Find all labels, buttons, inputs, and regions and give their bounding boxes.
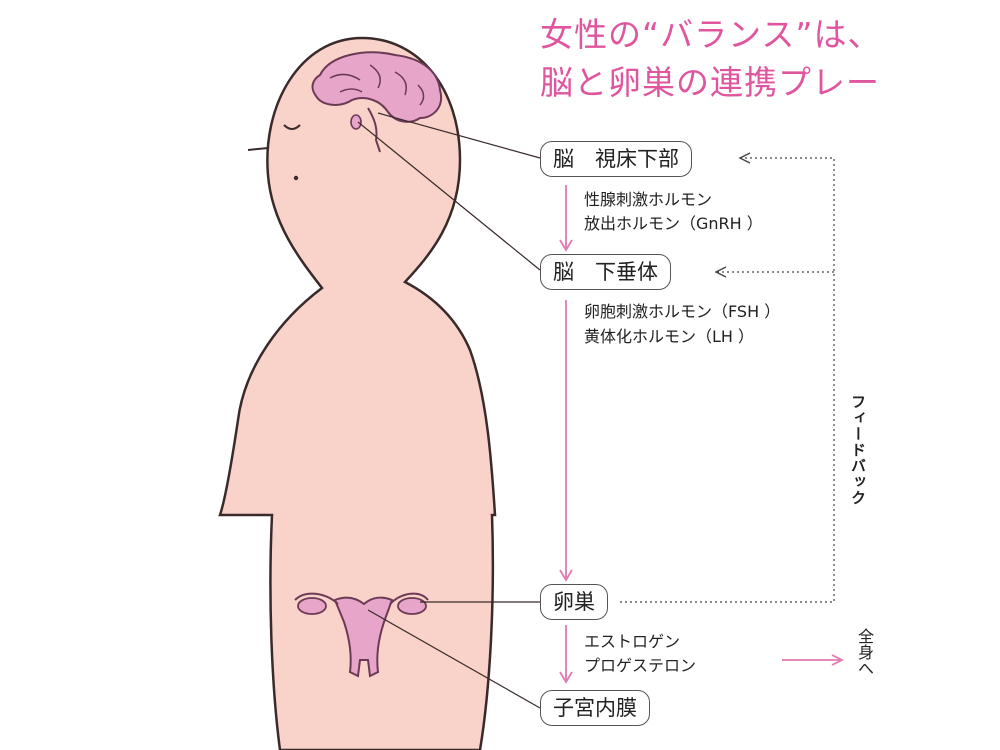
mole bbox=[293, 175, 299, 181]
hormone-progesterone: プロゲステロン bbox=[584, 656, 697, 675]
whole-body-label: 全身へ bbox=[855, 628, 874, 676]
arrow-hormones-head bbox=[559, 671, 573, 684]
hormone-gnrh-line2: 放出ホルモン（GnRH ） bbox=[584, 214, 763, 233]
box-ovary: 卵巣 bbox=[540, 584, 608, 620]
brain-folds bbox=[329, 64, 425, 106]
title-line-1: 女性の“バランス”は、 bbox=[540, 15, 882, 54]
feedback-arrow-hypothalamus bbox=[738, 152, 751, 164]
closed-eye bbox=[283, 124, 301, 130]
pituitary-stalk bbox=[367, 107, 381, 153]
box-endometrium: 子宮内膜 bbox=[540, 690, 650, 726]
arrow-fsh-lh-head bbox=[559, 569, 573, 582]
leader-pituitary bbox=[357, 121, 541, 271]
leader-endometrium bbox=[367, 609, 541, 709]
body-silhouette bbox=[218, 36, 497, 750]
hormone-fsh: 卵胞刺激ホルモン（FSH ） bbox=[584, 302, 781, 321]
hormone-gnrh-line1: 性腺刺激ホルモン bbox=[584, 190, 713, 209]
feedback-arrow-pituitary bbox=[714, 266, 727, 278]
arrow-gnrh-head bbox=[559, 239, 573, 252]
fallopian-tube-right bbox=[389, 592, 429, 605]
uterus bbox=[333, 596, 394, 678]
pituitary-gland bbox=[350, 114, 362, 130]
hormone-estrogen: エストロゲン bbox=[584, 632, 681, 651]
arrow-whole-body-head bbox=[831, 654, 845, 666]
ear bbox=[247, 147, 269, 151]
feedback-loop bbox=[620, 157, 835, 603]
leader-hypothalamus bbox=[377, 112, 541, 159]
box-hypothalamus: 脳 視床下部 bbox=[540, 141, 692, 177]
box-pituitary: 脳 下垂体 bbox=[540, 254, 671, 290]
feedback-label: フィードバック bbox=[849, 394, 867, 506]
title-line-2: 脳と卵巣の連携プレー bbox=[540, 63, 880, 102]
hormone-lh: 黄体化ホルモン（LH ） bbox=[584, 327, 755, 346]
ovary-left bbox=[297, 597, 327, 615]
fallopian-tube-left bbox=[294, 592, 339, 605]
ovary-right bbox=[397, 597, 427, 615]
